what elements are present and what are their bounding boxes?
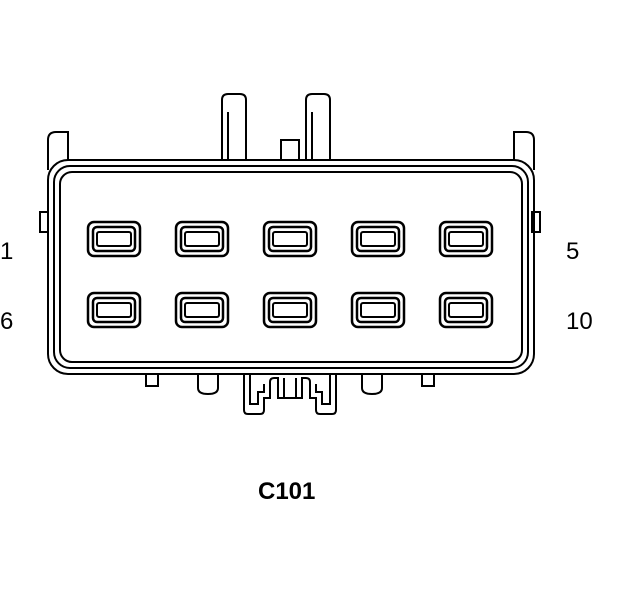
pin-cavity-4 [350,220,406,258]
pin-cavity-6 [86,291,142,329]
pin-cavity-9 [350,291,406,329]
connector-id-label: C101 [258,478,316,505]
pin-label-1: 1 [0,238,14,265]
bottom-tab-left [145,373,159,387]
top-key [280,139,300,161]
pin-cavity-7 [174,291,230,329]
pin-cavity-8 [262,291,318,329]
housing-middle [53,165,529,369]
left-guide-rail [47,131,69,170]
pin-cavity-1 [86,220,142,258]
right-guide-rail [513,131,535,170]
right-side-tab [531,211,541,233]
pin-cavity-10 [438,291,494,329]
pin-cavity-3 [262,220,318,258]
pin-label-6: 6 [0,308,14,335]
pin-cavity-5 [438,220,494,258]
top-latch-left [221,93,247,160]
bottom-bump-left [197,374,219,396]
bottom-tab-right [421,373,435,387]
pin-cavity-2 [174,220,230,258]
pin-label-10: 10 [566,308,593,335]
left-side-tab [39,211,49,233]
housing-inner [59,171,523,363]
pin-cavities [86,220,494,329]
housing-outer [47,159,535,375]
bottom-bump-right [361,374,383,396]
pin-label-5: 5 [566,238,580,265]
bottom-lock-clip [243,374,337,415]
top-latch-right [305,93,331,160]
